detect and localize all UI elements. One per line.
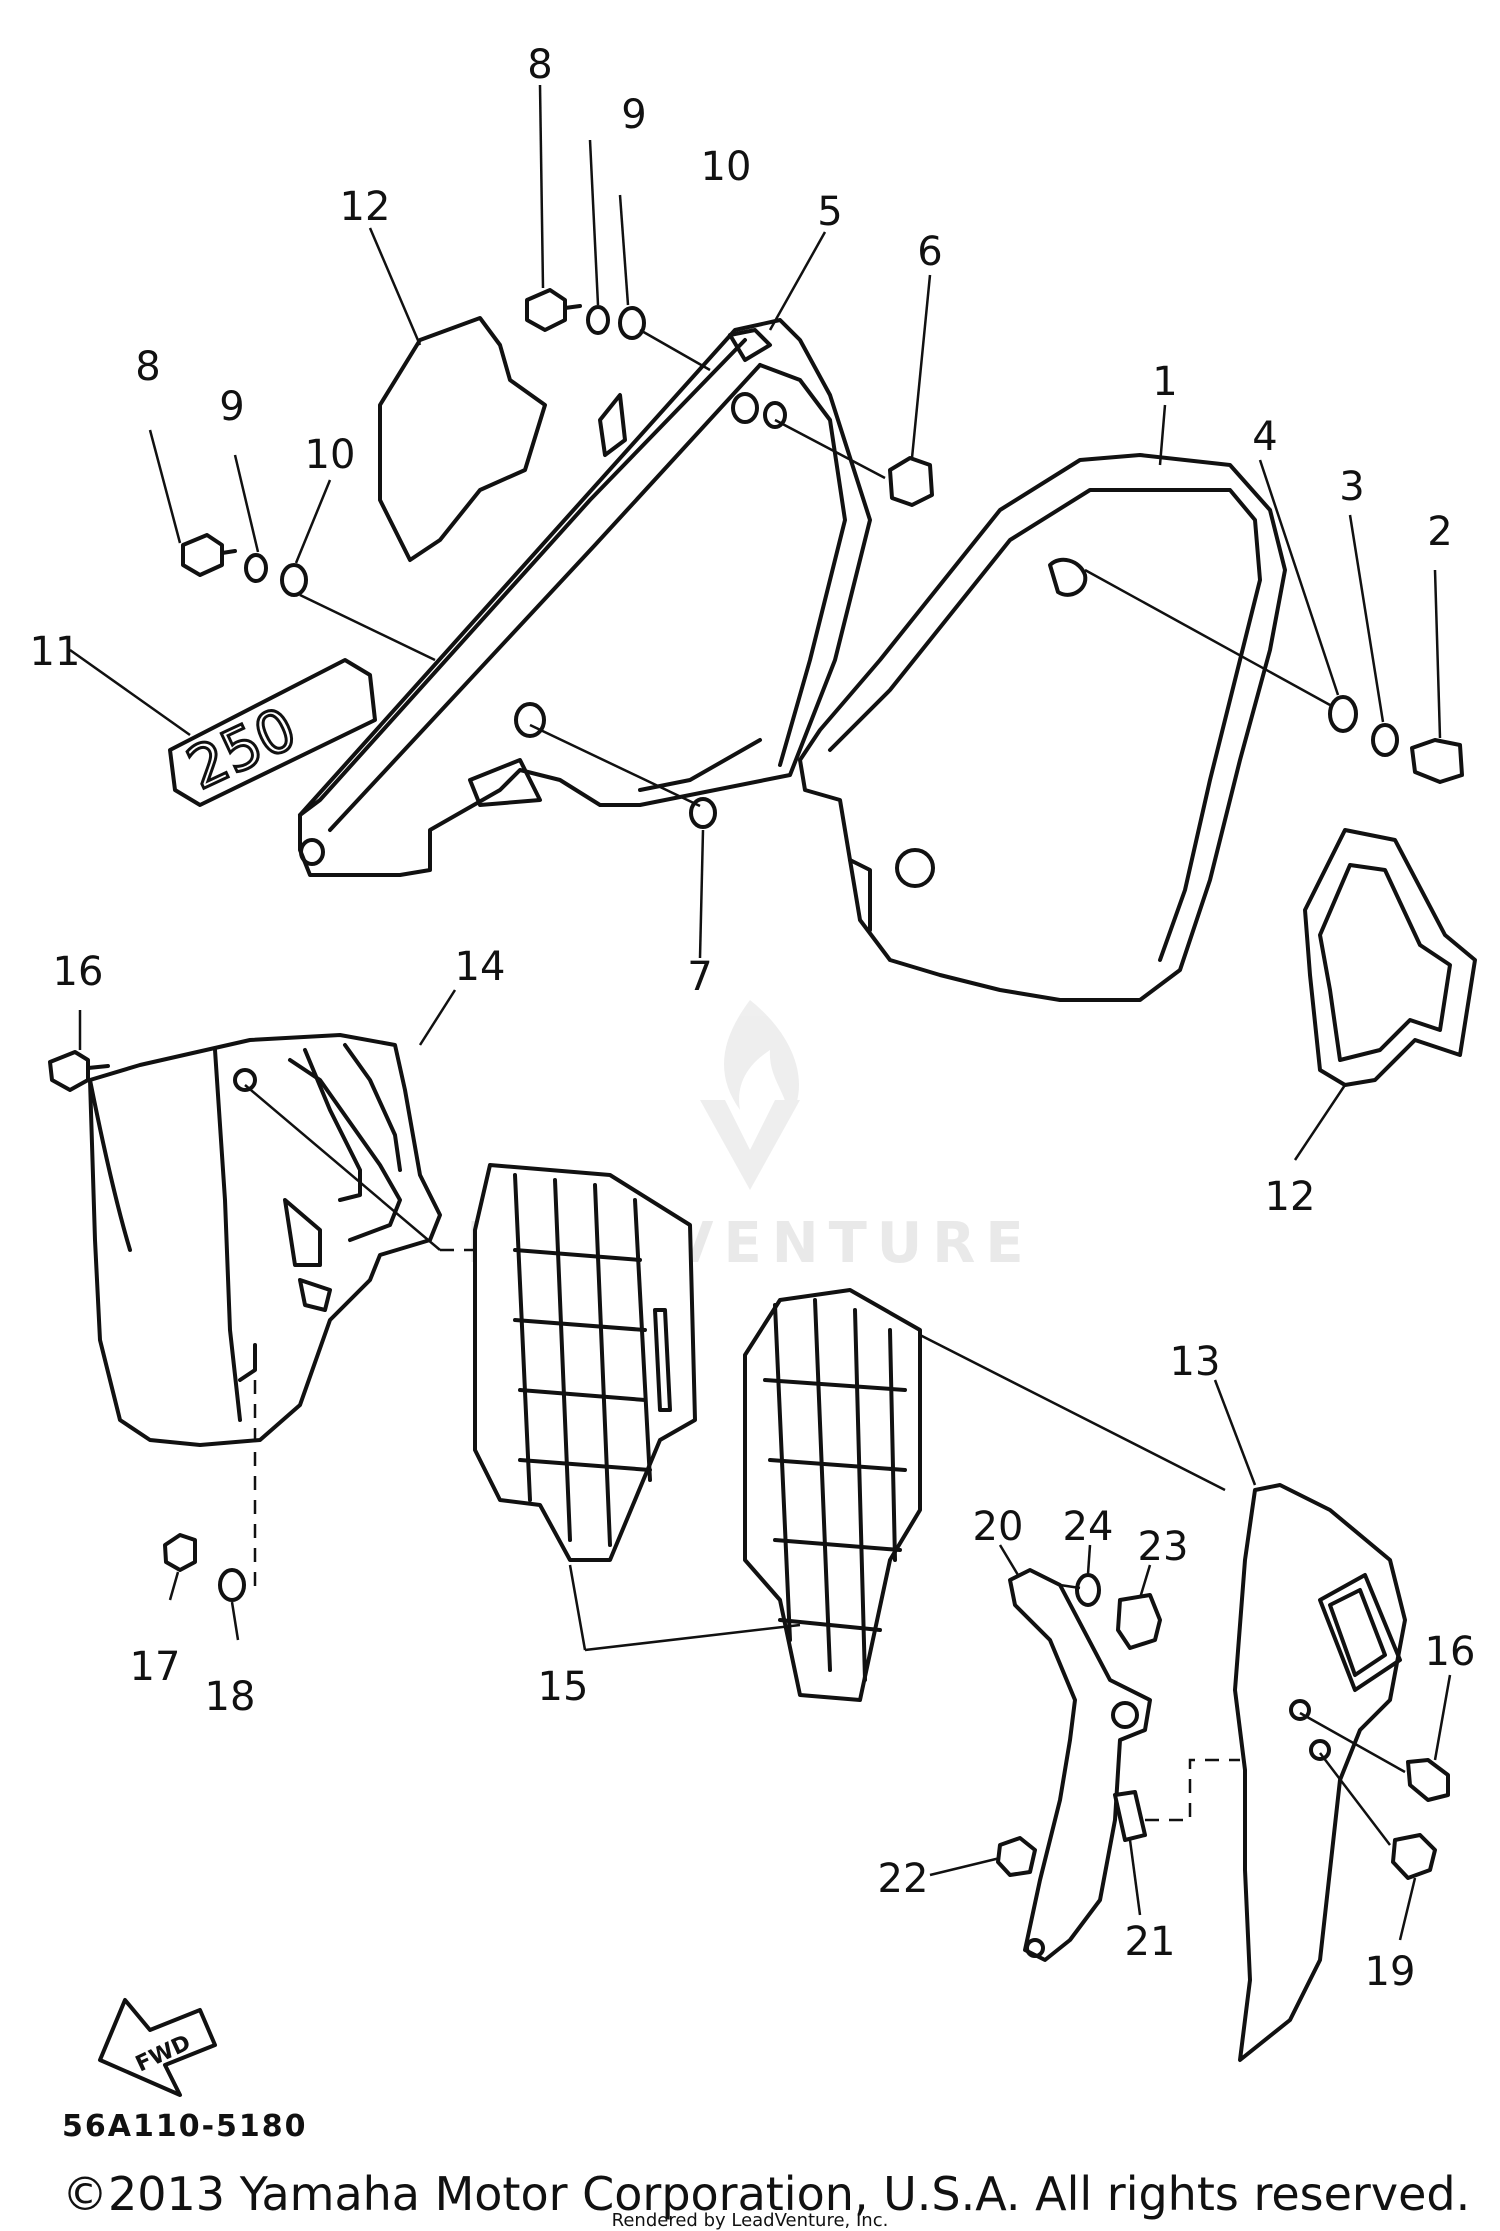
label-9-lower: 9 [219,384,244,430]
part-20-bracket [1008,1568,1152,1962]
label-16-right: 16 [1425,1629,1476,1675]
label-12-lower: 12 [1265,1174,1316,1220]
render-note: Rendered by LeadVenture, Inc. [612,2210,889,2231]
bolt-8-lower [181,533,224,577]
watermark-flame-icon [723,1000,800,1120]
part-15-radiator-guard-left [473,1163,697,1562]
washer-9-lower [244,553,268,583]
copyright-text: ©2013 Yamaha Motor Corporation, U.S.A. A… [62,2167,1470,2221]
nut-7 [689,797,717,829]
fasteners [48,288,1464,1880]
washer-4 [1328,695,1358,733]
label-17: 17 [130,1644,181,1690]
reference-numbers: 8 9 10 5 6 12 1 4 3 2 8 9 10 11 7 16 14 … [30,42,1476,1995]
washer-10-lower [280,563,308,597]
washer-10-upper [618,306,646,340]
bolt-19 [1391,1833,1437,1880]
clip-21 [1113,1790,1147,1842]
label-23: 23 [1138,1524,1189,1570]
label-13: 13 [1170,1339,1221,1385]
label-18: 18 [205,1674,256,1720]
label-11: 11 [30,629,81,675]
bolt-16-left [48,1050,90,1092]
part-5-side-cover [298,318,872,877]
bolt-22 [996,1836,1037,1877]
diagram-code: 56A110-5180 [62,2109,308,2144]
grommet-6 [888,456,934,507]
label-19: 19 [1365,1949,1416,1995]
label-8-upper: 8 [527,42,552,88]
bolt-23 [1116,1593,1162,1650]
bolt-16-right [1406,1758,1450,1802]
watermark-v-icon [700,1100,800,1190]
part-13-radiator-shroud-right [1233,1483,1407,2062]
label-24: 24 [1063,1504,1114,1550]
label-3: 3 [1339,464,1364,510]
washer-18 [218,1568,246,1602]
washer-3 [1371,723,1399,757]
label-12-upper: 12 [340,184,391,230]
washer-9-upper [586,305,610,335]
label-14: 14 [455,944,506,990]
label-1: 1 [1152,359,1177,405]
label-6: 6 [917,229,942,275]
label-16-left: 16 [53,949,104,995]
bolt-2 [1410,738,1464,784]
label-22: 22 [878,1856,929,1902]
label-20: 20 [973,1504,1024,1550]
leader-lines [69,84,1452,1941]
label-4: 4 [1252,414,1277,460]
label-9-upper: 9 [621,92,646,138]
washer-24 [1075,1573,1101,1607]
label-5: 5 [817,189,842,235]
part-15-radiator-guard-right [743,1288,922,1702]
label-21: 21 [1125,1919,1176,1965]
label-10-upper: 10 [701,144,752,190]
label-15: 15 [538,1664,589,1710]
part-14-radiator-shroud-left [88,1033,442,1447]
bolt-8-upper [525,288,567,332]
fwd-arrow-icon: FWD [98,1998,217,2097]
part-12-pad-upper [378,316,547,562]
label-8-lower: 8 [135,344,160,390]
part-1-side-cover [798,453,1287,1002]
label-10-lower: 10 [305,432,356,478]
label-2: 2 [1427,509,1452,555]
label-7: 7 [687,954,712,1000]
part-12-pad-lower [1303,828,1477,1087]
nut-17 [163,1533,197,1572]
assembly-lines [244,328,1406,1846]
